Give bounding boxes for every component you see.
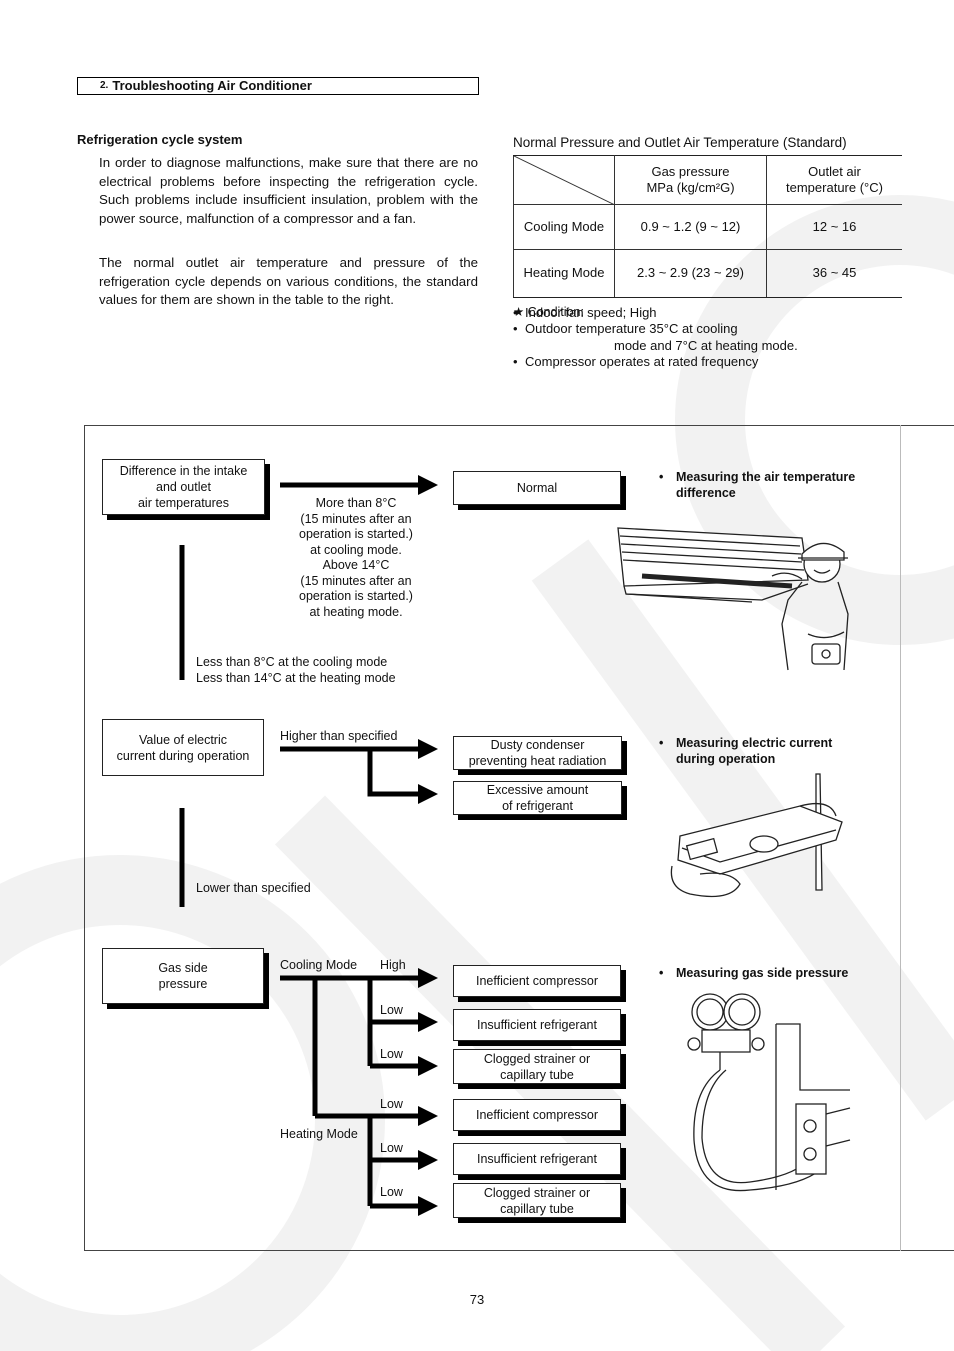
box-line: capillary tube [500, 1067, 574, 1082]
box-line: air temperatures [137, 496, 229, 510]
condition-line: at heating mode. [309, 604, 403, 619]
condition-line: (15 minutes after an [300, 511, 412, 526]
box-line: Excessive amount [486, 783, 589, 797]
note-line: Measuring the air temperature [676, 470, 856, 484]
higher-than-specified-label: Higher than specified [280, 729, 398, 743]
result-inefficient-compressor-cooling: Inefficient compressor [453, 965, 621, 997]
condition-item: Outdoor temperature 35°C at cooling [525, 321, 738, 337]
less-line: Less than 8°C at the cooling mode [196, 655, 388, 669]
box-line: capillary tube [500, 1201, 574, 1216]
box-line: Difference in the intake [119, 464, 248, 478]
excessive-refrigerant-box: Excessive amount of refrigerant [453, 781, 622, 815]
condition-item: Indoor fan speed; High [525, 305, 657, 320]
condition-line: operation is started.) [299, 589, 413, 603]
subheading: Refrigeration cycle system [77, 132, 243, 147]
result-clogged-strainer-cooling: Clogged strainer or capillary tube [453, 1049, 621, 1084]
header-outlet-temp: Outlet air temperature (°C) [766, 154, 902, 206]
normal-condition-text: More than 8°C (15 minutes after an opera… [286, 496, 426, 620]
header-gas-line2: MPa (kg/cm²G) [646, 180, 735, 196]
branch-label-low: Low [380, 1185, 403, 1199]
row-gas: 2.3 ~ 2.9 (23 ~ 29) [614, 248, 767, 299]
condition-label: ★ Condition: [513, 305, 584, 319]
condition-line: at cooling mode. [310, 542, 402, 557]
branch-label-low: Low [380, 1003, 403, 1017]
heating-mode-label: Heating Mode [280, 1127, 358, 1141]
electric-current-box: Value of electric current during operati… [102, 719, 264, 776]
row-gas: 0.9 ~ 1.2 (9 ~ 12) [614, 204, 767, 250]
intake-outlet-difference-box: Difference in the intake and outlet air … [102, 459, 265, 515]
box-line: Value of electric [138, 732, 227, 747]
table-row: Cooling Mode 0.9 ~ 1.2 (9 ~ 12) 12 ~ 16 [513, 204, 902, 250]
row-mode: Heating Mode [513, 248, 615, 299]
note-line: during operation [676, 752, 776, 766]
note-line: Measuring gas side pressure [676, 966, 849, 980]
note-electric-current: • Measuring electric current during oper… [659, 736, 833, 766]
box-line: Inefficient compressor [475, 1108, 599, 1122]
section-number: 2. [100, 80, 109, 91]
manifold-gauge-illustration [687, 993, 851, 1192]
box-line: Dusty condenser [490, 738, 585, 752]
row-mode: Cooling Mode [513, 204, 615, 250]
branch-label-low: Low [380, 1047, 403, 1061]
box-line: pressure [158, 977, 208, 991]
result-insufficient-refrigerant-heating: Insufficient refrigerant [453, 1143, 621, 1175]
box-line: Gas side [158, 961, 208, 975]
lower-than-specified-label: Lower than specified [196, 881, 311, 895]
normal-result-box: Normal [453, 471, 621, 505]
standard-values-table: Gas pressure MPa (kg/cm²G) Outlet air te… [513, 154, 902, 299]
diagonal-line [514, 156, 615, 205]
technician-indoor-unit-illustration [617, 527, 849, 671]
header-temp-line2: temperature (°C) [786, 180, 883, 196]
box-line: Insufficient refrigerant [477, 1152, 597, 1166]
page-number: 73 [469, 1292, 485, 1307]
branch-label-high: High [380, 958, 406, 972]
condition-line: operation is started.) [299, 527, 413, 541]
note-gas-side-pressure: • Measuring gas side pressure [659, 966, 849, 980]
intro-paragraph-1: In order to diagnose malfunctions, make … [99, 155, 478, 227]
condition-line: More than 8°C [315, 496, 397, 510]
header-gas-pressure: Gas pressure MPa (kg/cm²G) [614, 154, 767, 206]
table-title: Normal Pressure and Outlet Air Temperatu… [513, 135, 847, 150]
box-line: preventing heat radiation [468, 754, 607, 768]
box-line: of refrigerant [502, 799, 573, 813]
flowchart-frame-right-edge [900, 425, 901, 1251]
condition-item: Compressor operates at rated frequency [525, 353, 759, 369]
box-line: current during operation [116, 748, 250, 763]
intro-paragraph-2: The normal outlet air temperature and pr… [99, 255, 478, 308]
result-clogged-strainer-heating: Clogged strainer or capillary tube [453, 1183, 621, 1218]
less-than-text: Less than 8°C at the cooling mode Less t… [196, 655, 396, 686]
result-inefficient-compressor-heating: Inefficient compressor [453, 1099, 621, 1131]
dusty-condenser-box: Dusty condenser preventing heat radiatio… [453, 736, 622, 770]
row-temp: 36 ~ 45 [766, 248, 902, 299]
header-gas-line1: Gas pressure [651, 164, 730, 180]
flowchart-frame [84, 425, 954, 1251]
clamp-meter-illustration [670, 773, 843, 898]
box-line: Clogged strainer or [483, 1185, 591, 1200]
section-title: Troubleshooting Air Conditioner [112, 78, 312, 93]
branch-label-low: Low [380, 1141, 403, 1155]
gas-side-pressure-box: Gas side pressure [102, 948, 264, 1004]
cooling-mode-label: Cooling Mode [280, 958, 358, 972]
note-line: Measuring electric current [676, 736, 833, 750]
row-temp: 12 ~ 16 [766, 204, 902, 250]
table-corner-cell [513, 154, 615, 206]
section-header: 2.Troubleshooting Air Conditioner [77, 77, 479, 95]
condition-line: Above 14°C [322, 558, 390, 572]
condition-notes: ★ Condition:•Indoor fan speed; High •Out… [513, 305, 798, 369]
box-line: Inefficient compressor [475, 974, 599, 988]
result-insufficient-refrigerant-cooling: Insufficient refrigerant [453, 1009, 621, 1041]
branch-label-low: Low [380, 1097, 403, 1111]
condition-line: (15 minutes after an [300, 573, 412, 588]
header-temp-line1: Outlet air [808, 164, 861, 180]
table-row: Heating Mode 2.3 ~ 2.9 (23 ~ 29) 36 ~ 45 [513, 248, 902, 299]
box-line: Clogged strainer or [483, 1051, 591, 1066]
box-line: and outlet [156, 480, 211, 494]
box-line: Insufficient refrigerant [477, 1018, 597, 1032]
condition-continuation: mode and 7°C at heating mode. [614, 337, 798, 353]
note-line: difference [676, 486, 736, 500]
less-line: Less than 14°C at the heating mode [196, 670, 396, 685]
note-air-temperature: • Measuring the air temperature differen… [659, 470, 856, 500]
result-label: Normal [516, 481, 558, 495]
